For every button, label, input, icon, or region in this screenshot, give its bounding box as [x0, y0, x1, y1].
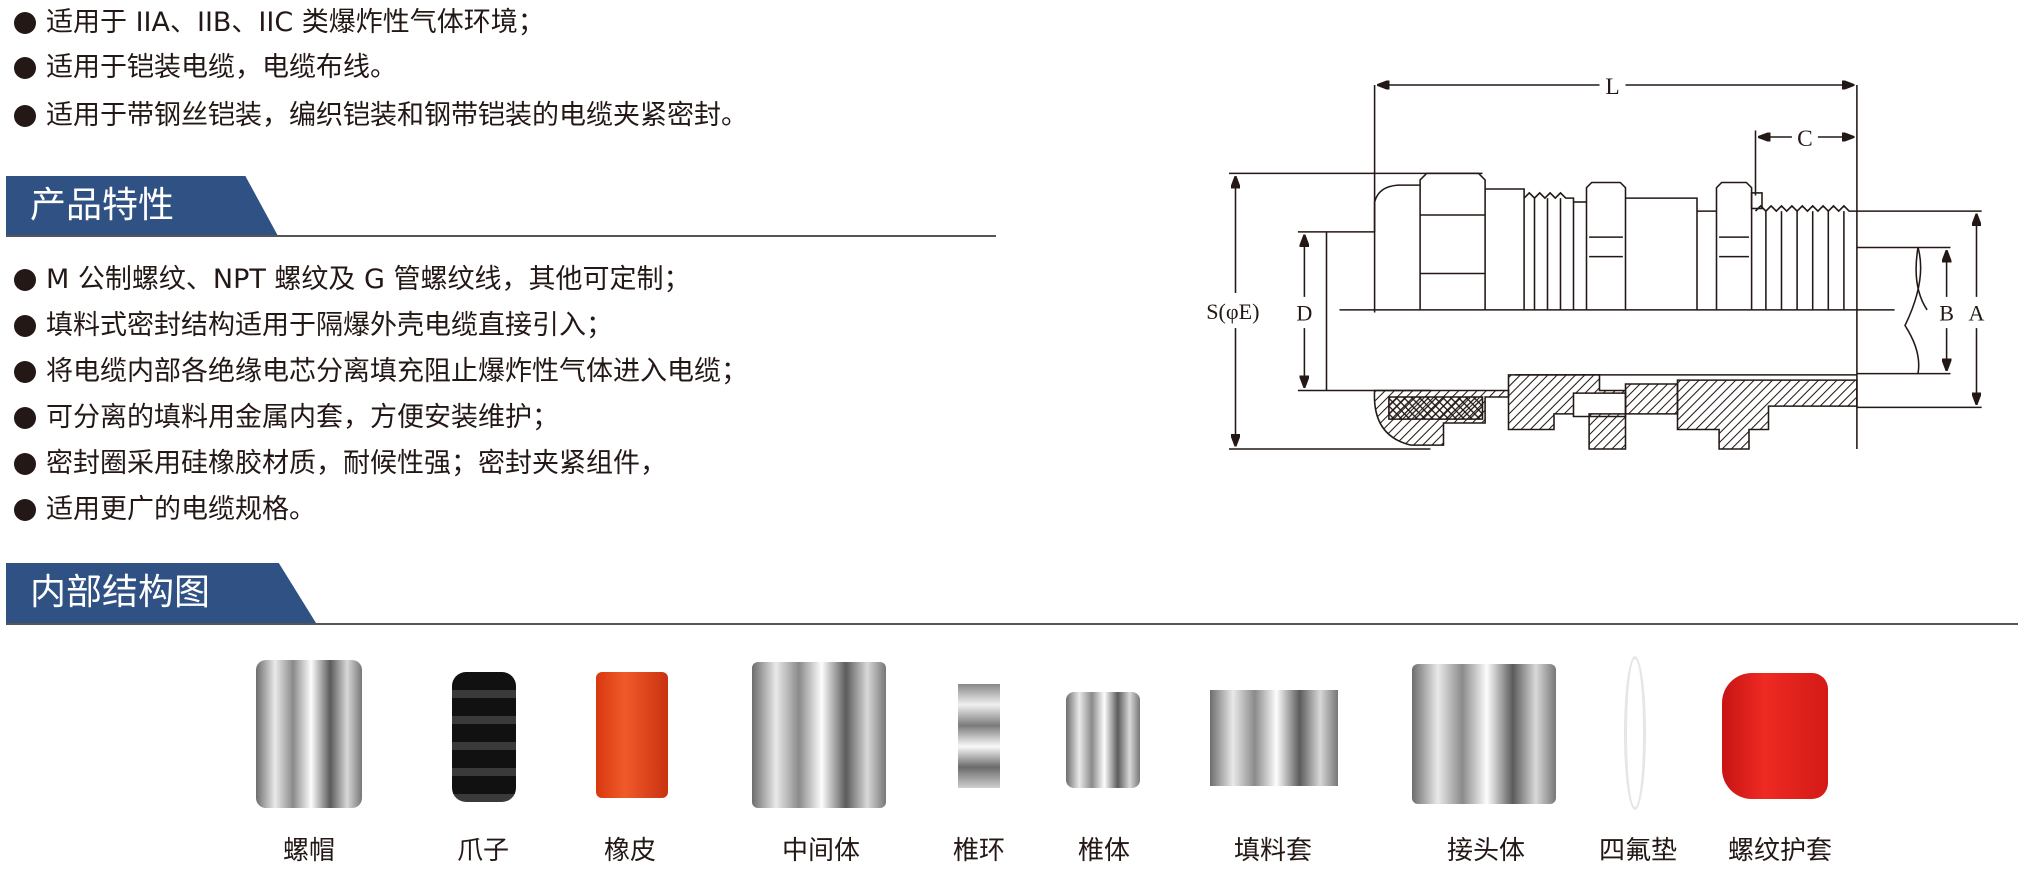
part-label: 爪子 — [456, 836, 510, 866]
feature-item: 适用更广的电缆规格。 — [14, 493, 316, 527]
part-label: 橡皮 — [603, 836, 657, 866]
feature-item: 将电缆内部各绝缘电芯分离填充阻止爆炸性气体进入电缆； — [14, 355, 748, 389]
part-rubber-seal — [596, 672, 668, 798]
bullet-icon — [14, 361, 36, 383]
part-packing-sleeve — [1210, 690, 1338, 786]
bullet-icon — [14, 57, 36, 79]
bullet-icon — [14, 453, 36, 475]
feature-item: M 公制螺纹、NPT 螺纹及 G 管螺纹线，其他可定制； — [14, 263, 691, 297]
part-cone-ring — [958, 684, 1000, 788]
part-label: 螺帽 — [282, 836, 336, 866]
part-label: 四氟垫 — [1598, 836, 1678, 866]
part-cone-body — [1066, 692, 1140, 788]
part-thread-protector — [1722, 673, 1828, 799]
section-header-features: 产品特性 — [6, 176, 278, 236]
part-connector-body — [1412, 664, 1556, 804]
feature-item: 密封圈采用硅橡胶材质，耐候性强；密封夹紧组件， — [14, 447, 667, 481]
dim-label-b: B — [1939, 300, 1954, 325]
bullet-icon — [14, 105, 36, 127]
part-label: 中间体 — [781, 836, 861, 866]
application-item: 适用于铠装电缆，电缆布线。 — [14, 51, 397, 85]
part-cap-nut — [256, 660, 362, 808]
bullet-icon — [14, 269, 36, 291]
divider — [6, 235, 996, 237]
feature-item: 可分离的填料用金属内套，方便安装维护； — [14, 401, 559, 435]
bullet-icon — [14, 499, 36, 521]
part-ptfe-washer — [1624, 656, 1646, 810]
part-label: 椎环 — [952, 836, 1006, 866]
dim-label-l: L — [1605, 74, 1619, 100]
cable-gland-drawing: L C S(φE) D A B — [1206, 74, 1985, 450]
dim-label-s: S(φE) — [1206, 299, 1259, 324]
bullet-icon — [14, 12, 36, 34]
part-label: 接头体 — [1446, 836, 1526, 866]
part-claw — [452, 672, 516, 802]
section-header-structure: 内部结构图 — [6, 563, 316, 623]
dim-label-c: C — [1797, 126, 1813, 152]
feature-item: 填料式密封结构适用于隔爆外壳电缆直接引入； — [14, 309, 613, 343]
application-item: 适用于 IIA、IIB、IIC 类爆炸性气体环境； — [14, 6, 545, 40]
divider — [6, 623, 2018, 625]
dim-label-d: D — [1296, 300, 1312, 325]
part-label: 椎体 — [1077, 836, 1131, 866]
part-intermediate-body — [752, 662, 886, 808]
dim-label-a: A — [1969, 300, 1985, 325]
part-label: 螺纹护套 — [1727, 836, 1833, 866]
application-item: 适用于带钢丝铠装，编织铠装和钢带铠装的电缆夹紧密封。 — [14, 99, 748, 133]
bullet-icon — [14, 407, 36, 429]
bullet-icon — [14, 315, 36, 337]
part-label: 填料套 — [1233, 836, 1313, 866]
